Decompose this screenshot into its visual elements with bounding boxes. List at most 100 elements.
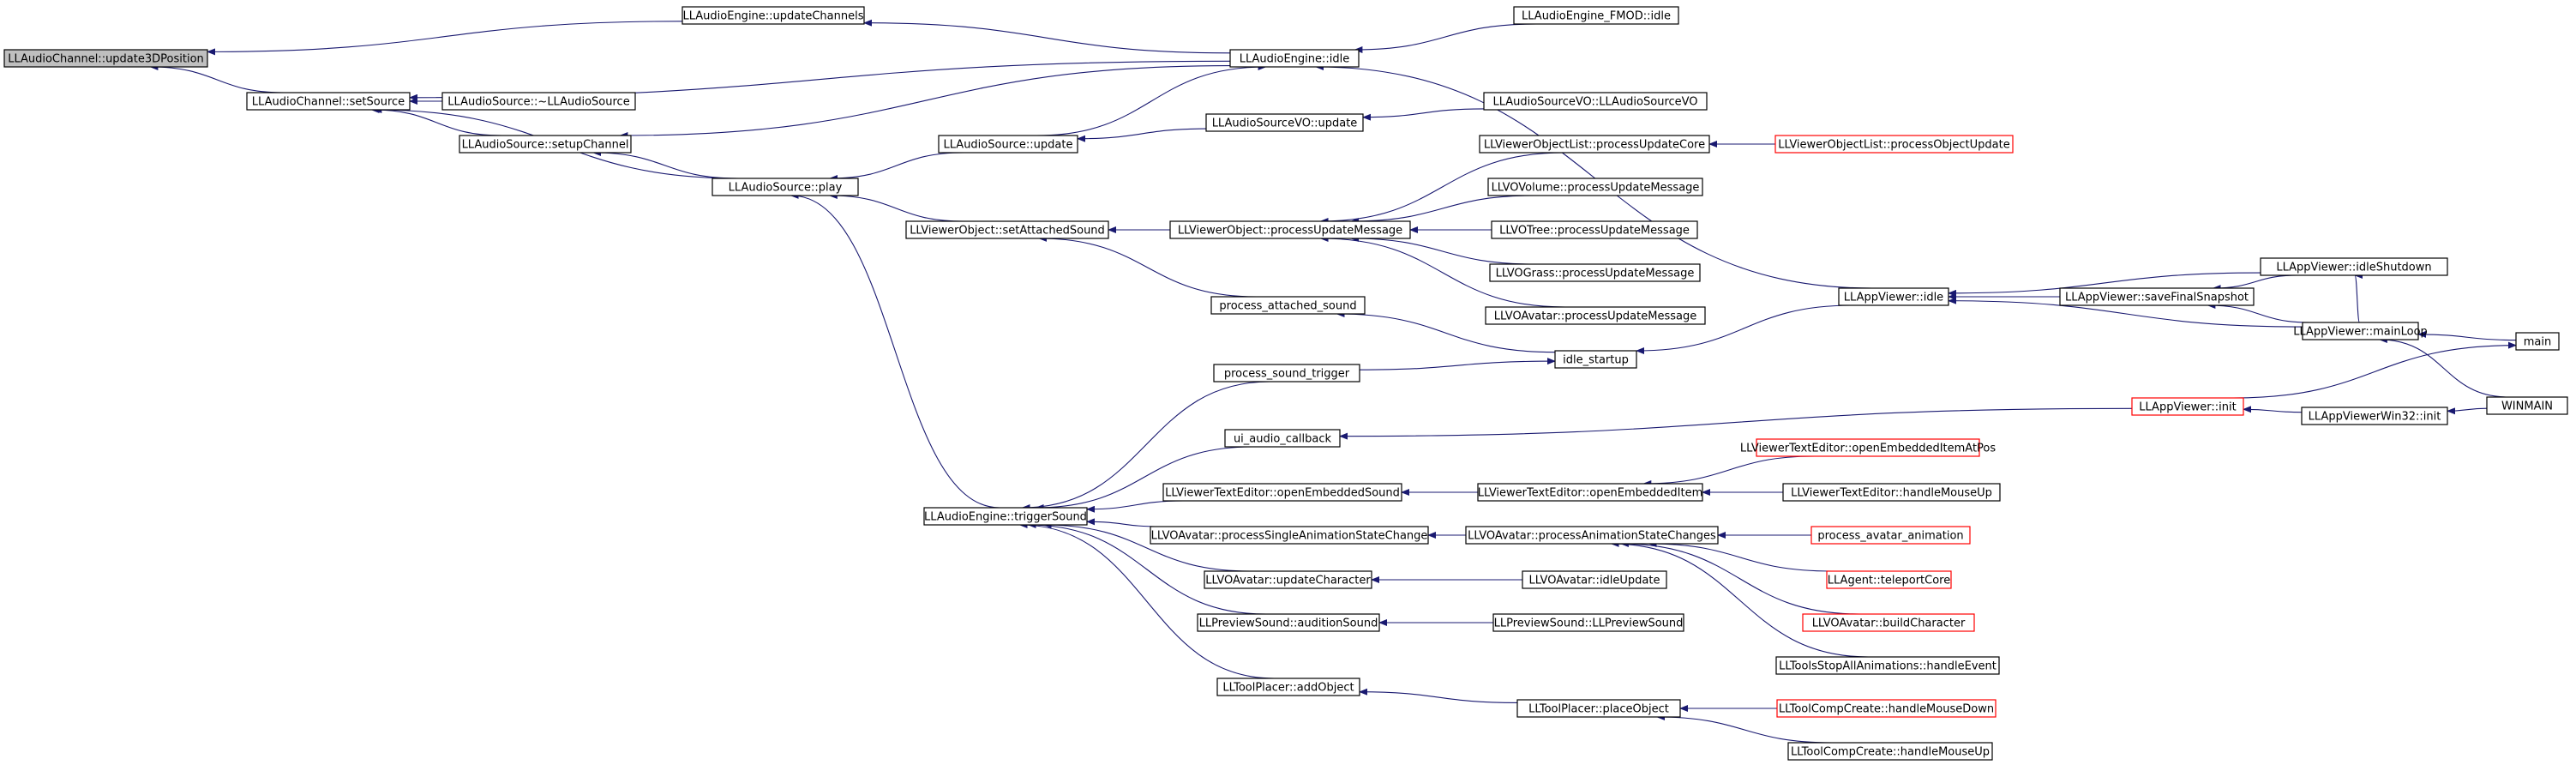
call-edge: [207, 21, 683, 56]
node-box: [459, 135, 632, 154]
function-node[interactable]: LLVOAvatar::updateCharacter: [1204, 570, 1372, 589]
call-edge: [1042, 521, 1250, 572]
node-label: LLAudioEngine_FMOD::idle: [1522, 10, 1671, 23]
function-node[interactable]: LLViewerTextEditor::openEmbeddedItem: [1477, 483, 1703, 502]
call-edge: [790, 192, 1000, 509]
node-box: [1483, 92, 1708, 111]
edge-n8-n10: [829, 152, 964, 182]
function-node[interactable]: LLViewerObject::setAttachedSound: [905, 220, 1109, 239]
node-box: [712, 178, 859, 196]
call-edge: [863, 19, 1231, 54]
function-node[interactable]: LLAudioSource::update: [938, 135, 1078, 154]
node-box: [1216, 678, 1360, 696]
function-node[interactable]: LLAppViewerWin32::init: [2301, 407, 2448, 425]
node-label: LLAudioSource::play: [729, 182, 843, 195]
function-node[interactable]: LLAudioSourceVO::update: [1205, 113, 1364, 132]
function-node[interactable]: LLAppViewer::mainLoop: [2293, 322, 2428, 340]
call-edge: [1319, 235, 1565, 308]
function-node[interactable]: LLAudioEngine::updateChannels: [682, 6, 865, 25]
node-box: [1150, 526, 1429, 545]
call-edge: [1359, 358, 1556, 370]
function-node[interactable]: LLAppViewer::idle: [1838, 287, 1949, 306]
node-label: process_avatar_animation: [1817, 530, 1963, 543]
edge-n32-n35: [1086, 500, 1184, 513]
function-node[interactable]: LLVOTree::processUpdateMessage: [1491, 220, 1698, 239]
node-box: [1522, 570, 1667, 589]
node-label: ui_audio_callback: [1234, 433, 1332, 446]
function-node[interactable]: LLViewerObject::processUpdateMessage: [1169, 220, 1411, 239]
function-node[interactable]: LLVOAvatar::idleUpdate: [1522, 570, 1667, 589]
function-node[interactable]: LLAgent::teleportCore: [1826, 570, 1952, 589]
function-node[interactable]: LLAudioSource::~LLAudioSource: [441, 92, 636, 111]
edge-n44-n37: [1619, 540, 1860, 615]
node-label: LLAudioEngine::triggerSound: [924, 511, 1087, 524]
function-node[interactable]: LLAudioEngine::triggerSound: [923, 507, 1088, 526]
call-edge: [1336, 310, 1556, 353]
function-node[interactable]: LLPreviewSound::auditionSound: [1197, 613, 1380, 632]
call-edge: [1086, 518, 1161, 527]
function-node[interactable]: LLVOGrass::processUpdateMessage: [1489, 263, 1701, 282]
function-node[interactable]: LLViewerObjectList::processUpdateCore: [1479, 135, 1710, 154]
function-node[interactable]: process_attached_sound: [1210, 296, 1366, 315]
call-edge: [1339, 407, 2133, 440]
function-node[interactable]: LLAudioEngine::idle: [1229, 49, 1360, 68]
node-box: [1197, 613, 1380, 632]
node-label: LLToolsStopAllAnimations::handleEvent: [1779, 660, 1997, 673]
function-node[interactable]: LLViewerObjectList::processObjectUpdate: [1774, 135, 2014, 154]
function-node[interactable]: LLVOAvatar::processUpdateMessage: [1485, 306, 1706, 325]
edge-layer: [149, 19, 2517, 744]
call-edge: [370, 106, 502, 136]
function-node[interactable]: main: [2515, 332, 2560, 351]
node-box: [3, 49, 208, 68]
call-edge: [1636, 304, 1853, 355]
edge-n36-n35: [1086, 518, 1161, 527]
node-box: [1782, 483, 2001, 502]
node-label: WINMAIN: [2501, 401, 2553, 413]
function-node[interactable]: LLVOVolume::processUpdateMessage: [1487, 178, 1703, 196]
call-edge: [1610, 540, 1869, 658]
call-edge: [2233, 341, 2517, 399]
edge-n8-n3: [1036, 63, 1267, 136]
function-node[interactable]: LLAudioSourceVO::LLAudioSourceVO: [1483, 92, 1708, 111]
node-label: LLViewerTextEditor::handleMouseUp: [1791, 487, 1992, 500]
function-node[interactable]: LLVOAvatar::processSingleAnimationStateC…: [1150, 526, 1429, 545]
edge-n17-n15: [1350, 235, 1534, 265]
function-node[interactable]: LLToolPlacer::addObject: [1216, 678, 1360, 696]
function-node[interactable]: LLAppViewer::saveFinalSnapshot: [2059, 287, 2255, 306]
function-node[interactable]: LLPreviewSound::LLPreviewSound: [1492, 613, 1684, 632]
function-node[interactable]: LLToolCompCreate::handleMouseUp: [1787, 742, 1993, 761]
call-edge: [2447, 407, 2488, 415]
node-label: idle_startup: [1563, 354, 1629, 367]
edge-n4-n3: [1354, 23, 1536, 53]
function-node[interactable]: process_avatar_animation: [1810, 526, 1971, 545]
call-edge: [2378, 336, 2508, 398]
function-node[interactable]: LLVOAvatar::processAnimationStateChanges: [1465, 526, 1719, 545]
function-node[interactable]: LLToolsStopAllAnimations::handleEvent: [1775, 656, 2000, 675]
function-node[interactable]: LLViewerTextEditor::openEmbeddedItemAtPo…: [1740, 438, 1997, 457]
edge-n21-n14: [1038, 235, 1257, 298]
function-node[interactable]: LLAppViewer::init: [2131, 397, 2244, 416]
edge-n27-n29: [2447, 407, 2488, 415]
function-node[interactable]: LLToolPlacer::placeObject: [1516, 699, 1681, 718]
node-box: [2302, 322, 2419, 340]
function-node[interactable]: WINMAIN: [2486, 396, 2568, 415]
call-edge: [1648, 540, 1832, 572]
node-box: [1513, 6, 1679, 25]
function-node[interactable]: LLViewerTextEditor::openEmbeddedSound: [1162, 483, 1402, 502]
function-node[interactable]: LLAudioChannel::setSource: [246, 92, 411, 111]
call-edge: [619, 65, 1231, 139]
edge-n30-n35: [1035, 446, 1252, 511]
function-node[interactable]: LLAudioSource::setupChannel: [459, 135, 632, 154]
function-node[interactable]: LLToolCompCreate::handleMouseDown: [1776, 699, 1997, 718]
function-node[interactable]: LLAudioSource::play: [712, 178, 859, 196]
node-label: LLAudioSource::~LLAudioSource: [447, 96, 629, 109]
function-node[interactable]: LLAppViewer::idleShutdown: [2260, 257, 2448, 276]
function-node[interactable]: LLViewerTextEditor::handleMouseUp: [1782, 483, 2001, 502]
node-box: [905, 220, 1109, 239]
function-node[interactable]: process_sound_trigger: [1213, 364, 1360, 382]
function-node[interactable]: idle_startup: [1554, 350, 1637, 369]
function-node[interactable]: ui_audio_callback: [1224, 429, 1341, 448]
edge-n10-n6: [592, 149, 738, 179]
function-node[interactable]: LLAudioEngine_FMOD::idle: [1513, 6, 1679, 25]
function-node[interactable]: LLVOAvatar::buildCharacter: [1802, 613, 1975, 632]
